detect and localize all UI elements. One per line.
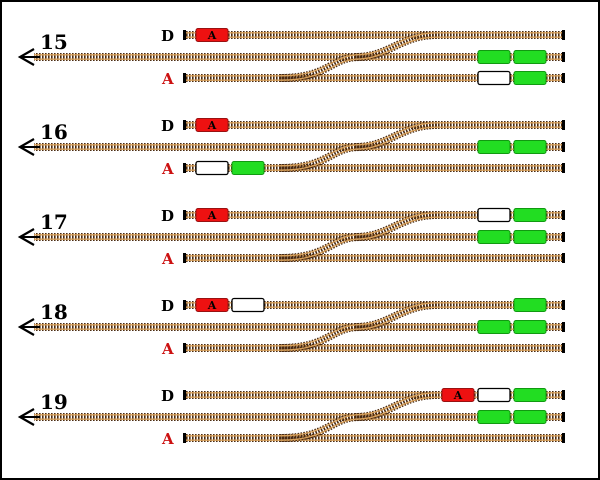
arrival-label: A [161,160,174,178]
green-wagon[interactable] [513,298,547,312]
level-number: 17 [40,210,68,234]
green-wagon[interactable] [477,320,511,334]
buffer-top-left [183,210,186,220]
buffer-main-right [562,412,565,422]
engine-car[interactable]: A [195,28,229,43]
switch-bottom-main [279,53,361,82]
track-main [34,53,563,61]
engine-car[interactable]: A [195,208,229,223]
green-wagon[interactable] [513,50,547,64]
green-wagon[interactable] [513,388,547,402]
switch-bottom-main [279,323,361,352]
switch-main-top [354,31,438,61]
level-19: 19 D A A [17,387,565,448]
green-wagon[interactable] [231,161,265,175]
empty-wagon[interactable] [231,297,265,313]
buffer-top-right [562,120,565,130]
departure-label: D [161,27,174,45]
green-wagon[interactable] [513,140,547,154]
green-wagon[interactable] [477,230,511,244]
level-15: 15 D A A [17,27,565,88]
engine-label: A [453,389,463,402]
buffer-bottom-right [562,253,565,263]
empty-wagon[interactable] [195,160,229,176]
switch-main-top [354,391,438,421]
track-bottom [184,254,563,262]
green-wagon[interactable] [513,71,547,85]
arrival-label: A [161,250,174,268]
buffer-top-left [183,300,186,310]
level-18: 18 D A A [17,297,565,358]
buffer-bottom-left [183,343,186,353]
buffer-top-left [183,390,186,400]
buffer-bottom-left [183,433,186,443]
green-wagon[interactable] [513,230,547,244]
buffer-top-right [562,390,565,400]
green-wagon[interactable] [477,410,511,424]
buffer-top-left [183,120,186,130]
switch-bottom-main [279,143,361,172]
switch-bottom-main [279,233,361,262]
buffer-top-right [562,30,565,40]
departure-label: D [161,297,174,315]
green-wagon[interactable] [477,140,511,154]
buffer-main-right [562,142,565,152]
empty-wagon[interactable] [477,70,511,86]
departure-label: D [161,387,174,405]
engine-label: A [207,299,217,312]
departure-label: D [161,117,174,135]
buffer-main-right [562,232,565,242]
arrival-label: A [161,340,174,358]
buffer-bottom-left [183,73,186,83]
switch-main-top [354,301,438,331]
green-wagon[interactable] [513,410,547,424]
engine-car[interactable]: A [195,298,229,313]
engine-car[interactable]: A [441,388,475,403]
empty-wagon[interactable] [477,387,511,403]
engine-label: A [207,119,217,132]
buffer-bottom-right [562,343,565,353]
level-number: 16 [40,120,68,144]
track-bottom [184,434,563,442]
buffer-main-right [562,322,565,332]
level-number: 15 [40,30,68,54]
buffer-top-right [562,300,565,310]
green-wagon[interactable] [513,208,547,222]
buffer-bottom-left [183,163,186,173]
switch-main-top [354,121,438,151]
engine-label: A [207,209,217,222]
level-17: 17 D A A [17,207,565,268]
green-wagon[interactable] [513,320,547,334]
buffer-bottom-right [562,73,565,83]
track-bottom [184,344,563,352]
track-main [34,413,563,421]
green-wagon[interactable] [477,50,511,64]
departure-label: D [161,207,174,225]
buffer-main-right [562,52,565,62]
level-number: 18 [40,300,68,324]
buffer-top-left [183,30,186,40]
level-number: 19 [40,390,68,414]
buffer-top-right [562,210,565,220]
arrival-label: A [161,430,174,448]
track-top [184,31,563,39]
buffer-bottom-left [183,253,186,263]
engine-car[interactable]: A [195,118,229,133]
buffer-bottom-right [562,433,565,443]
engine-label: A [207,29,217,42]
level-16: 16 D A A [17,117,565,178]
track-main [34,143,563,151]
empty-wagon[interactable] [477,207,511,223]
track-main [34,323,563,331]
arrival-label: A [161,70,174,88]
track-top [184,121,563,129]
switch-main-top [354,211,438,241]
buffer-bottom-right [562,163,565,173]
switch-bottom-main [279,413,361,442]
track-main [34,233,563,241]
